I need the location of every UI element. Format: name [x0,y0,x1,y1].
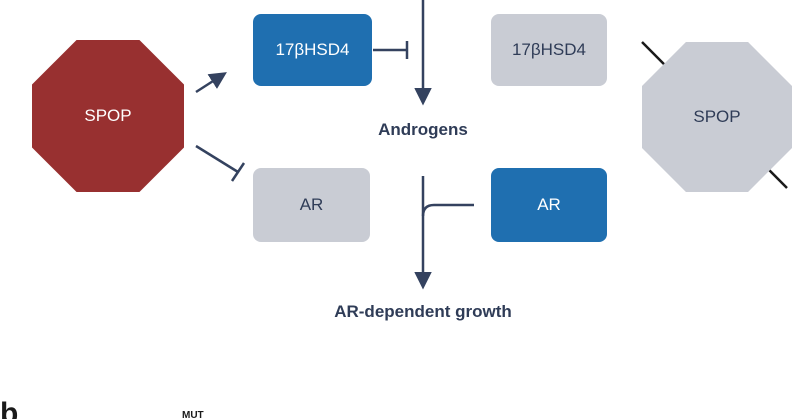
growth-label: AR-dependent growth [334,302,512,321]
spop-lost-octagon: SPOP [642,42,792,192]
hsd4-active-box: 17βHSD4 [253,14,372,86]
panel-b-letter: b [0,399,19,419]
androgens-label: Androgens [378,120,468,139]
ar-normal-label: AR [299,195,324,214]
ar-normal-box: AR [253,168,370,242]
ar-active-box: AR [491,168,607,242]
inhibit-spop-to-ar [195,144,239,174]
spop-active-octagon: SPOP [32,40,184,192]
ar-joins-growth-path [421,203,474,217]
arrow-spop-to-hsd4 [195,72,227,94]
panel-b-superscript: MUT [182,410,204,419]
spop-lost-label: SPOP [693,107,741,126]
panel-b-heading: b MUT [0,399,260,419]
spop-active-label: SPOP [84,106,132,125]
inhibit-spop-to-ar-bar [230,162,246,182]
ar-active-label: AR [537,195,561,214]
hsd4-active-label: 17βHSD4 [275,40,350,59]
hsd4-lost-label: 17βHSD4 [511,40,587,59]
hsd4-lost-box: 17βHSD4 [491,14,607,86]
